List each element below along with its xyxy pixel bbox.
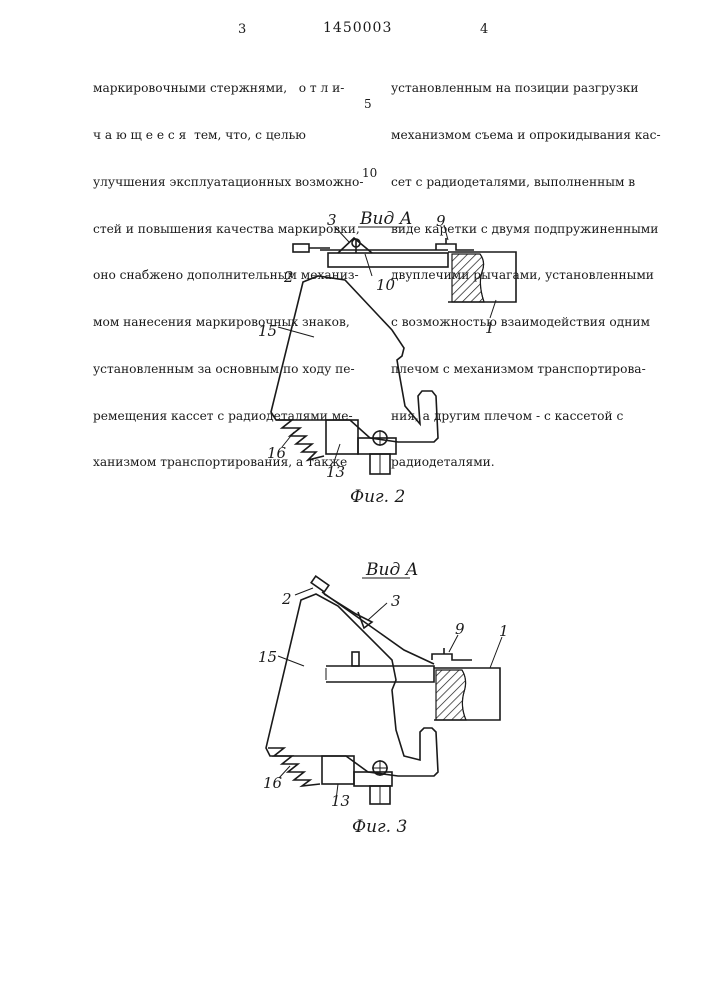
fig3-label-15: 15 (258, 648, 277, 666)
fig2-label-13: 13 (326, 463, 345, 481)
fig3-marker (311, 576, 329, 592)
fig3-label-1: 1 (499, 622, 509, 640)
fig3-label-13: 13 (331, 792, 350, 810)
fig3-label-3: 3 (391, 592, 401, 610)
fig2-marker (293, 244, 309, 252)
fig2-label-2: 2 (283, 268, 294, 286)
fig2-label-1: 1 (485, 319, 495, 337)
fig2-base-part (448, 252, 516, 302)
fig2-view-label: Вид А (359, 209, 413, 229)
fig3-base-part (434, 668, 500, 720)
fig3-view-label: Вид А (365, 560, 419, 580)
fig2-lever (271, 276, 438, 442)
fig3-caption: Фиг. 3 (352, 817, 407, 837)
fig3-label-9: 9 (455, 620, 465, 638)
fig3-label-16: 16 (263, 774, 283, 792)
figure-3: Вид А (258, 560, 509, 837)
figure-2: Вид А (258, 209, 516, 507)
fig3-lever (266, 594, 438, 776)
fig2-label-3: 3 (327, 211, 337, 229)
fig2-label-9: 9 (436, 212, 446, 230)
fig2-caption: Фиг. 2 (350, 487, 405, 507)
fig2-label-10: 10 (376, 276, 396, 294)
fig3-label-2: 2 (281, 590, 292, 608)
fig2-label-15: 15 (258, 322, 277, 340)
fig2-label-16: 16 (267, 444, 287, 462)
